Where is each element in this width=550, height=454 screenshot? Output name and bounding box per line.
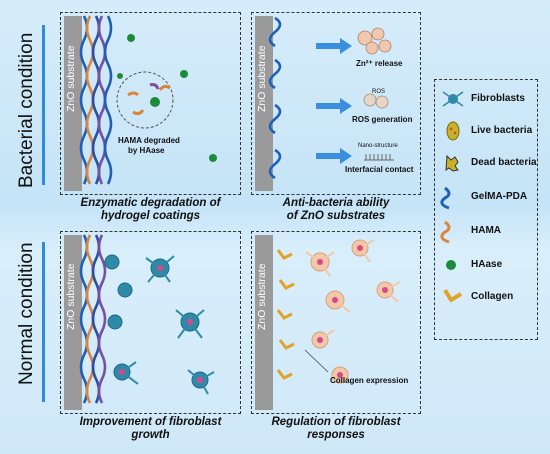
substrate-label: ZnO substrate bbox=[256, 45, 268, 112]
substrate-label: ZnO substrate bbox=[65, 45, 77, 112]
normal-condition-label: Normal condition bbox=[16, 242, 37, 385]
panel-enzymatic-degradation bbox=[60, 12, 241, 195]
live-bacteria-icon bbox=[446, 121, 460, 141]
hama-degraded-label-2: by HAase bbox=[128, 146, 165, 155]
bacterial-condition-bar bbox=[42, 25, 45, 185]
ros-generation-label: ROS generation bbox=[352, 115, 413, 124]
substrate-label: ZnO substrate bbox=[65, 263, 77, 330]
zno-substrate-bottom-left bbox=[64, 235, 82, 410]
gelma-pda-icon bbox=[440, 186, 451, 210]
legend-item-hama: HAMA bbox=[439, 220, 537, 244]
legend-item-dead-bacteria: Dead bacteria bbox=[439, 152, 537, 174]
substrate-label: ZnO substrate bbox=[256, 263, 268, 330]
nano-structure-label: Nano-structure bbox=[358, 143, 398, 149]
dead-bacteria-icon bbox=[445, 154, 459, 172]
panel-fibroblast-responses bbox=[251, 231, 421, 414]
legend-label: HAMA bbox=[471, 225, 501, 236]
collagen-expression-label: Collagen expression bbox=[330, 376, 409, 385]
hama-icon bbox=[440, 220, 451, 244]
hama-degraded-label-1: HAMA degraded bbox=[118, 136, 180, 145]
fibroblast-icon bbox=[442, 91, 464, 107]
legend-label: Dead bacteria bbox=[471, 157, 537, 168]
normal-condition-bar bbox=[42, 242, 45, 402]
caption-fibroblast-responses: Regulation of fibroblast responses bbox=[271, 416, 401, 441]
interfacial-contact-label: Interfacial contact bbox=[345, 165, 414, 174]
caption-enzymatic-degradation: Enzymatic degradation of hydrogel coatin… bbox=[80, 197, 221, 222]
legend-item-gelma-pda: GelMA-PDA bbox=[439, 186, 537, 210]
legend: Fibroblasts Live bacteria Dead bacteria … bbox=[434, 79, 538, 340]
panel-fibroblast-growth bbox=[60, 231, 241, 414]
legend-item-live-bacteria: Live bacteria bbox=[439, 120, 537, 142]
legend-label: HAase bbox=[471, 259, 503, 270]
legend-label: Live bacteria bbox=[471, 125, 533, 136]
caption-fibroblast-growth: Improvement of fibroblast growth bbox=[79, 416, 222, 441]
zno-substrate-top-left bbox=[64, 16, 82, 191]
legend-item-collagen: Collagen bbox=[439, 286, 537, 308]
legend-label: GelMA-PDA bbox=[471, 191, 528, 202]
zno-substrate-bottom-right bbox=[255, 235, 273, 410]
haase-icon bbox=[446, 260, 456, 270]
legend-label: Collagen bbox=[471, 291, 514, 302]
caption-anti-bacteria: Anti-bacteria ability of ZnO substrates bbox=[282, 197, 390, 222]
zno-substrate-top-right bbox=[255, 16, 273, 191]
legend-label: Fibroblasts bbox=[471, 93, 525, 104]
panel-anti-bacteria bbox=[251, 12, 421, 195]
collagen-icon bbox=[443, 288, 463, 302]
bacterial-condition-label: Bacterial condition bbox=[16, 32, 37, 188]
legend-item-haase: HAase bbox=[439, 254, 537, 276]
legend-item-fibroblasts: Fibroblasts bbox=[439, 88, 537, 110]
zn-release-label: Zn²⁺ release bbox=[356, 59, 403, 68]
ros-label: ROS bbox=[372, 89, 386, 95]
